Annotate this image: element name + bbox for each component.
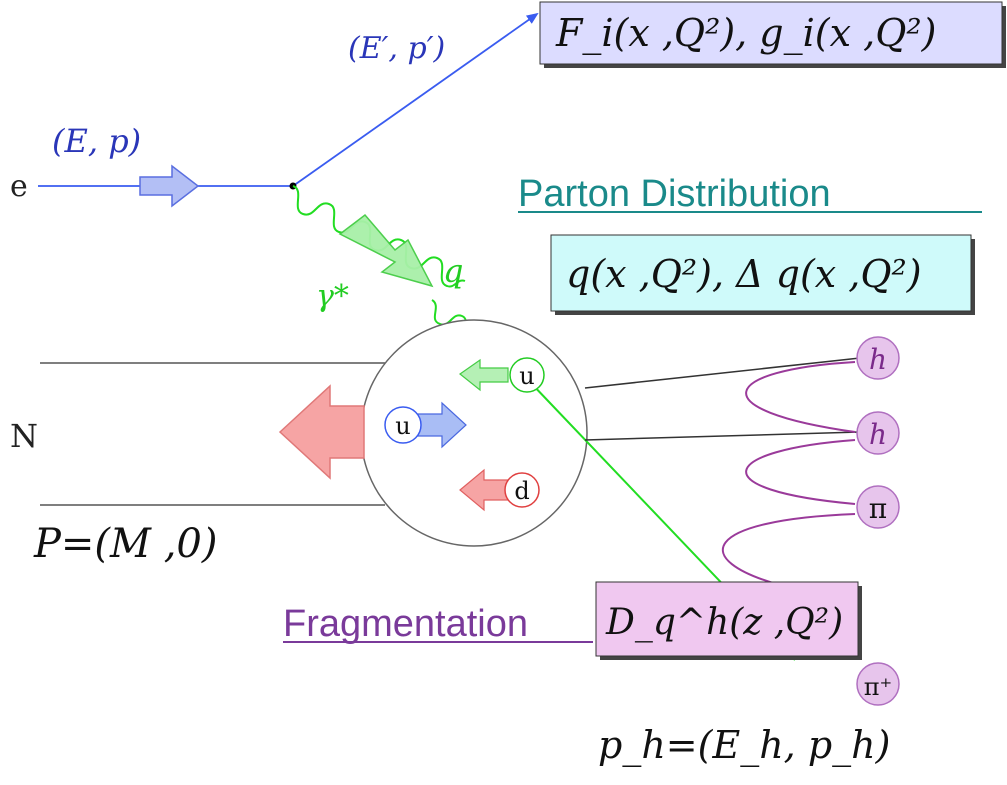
- quark-d: [504, 472, 540, 508]
- nucleon-momentum-arrow: [278, 384, 365, 480]
- incoming-momentum-arrow: [139, 164, 200, 208]
- hadron-kinematics: p_h=(E_h, p_h): [598, 723, 890, 768]
- outgoing-kinematics: (E′, p′): [348, 31, 445, 66]
- frag-formula: D_q^h(z ,Q²): [605, 602, 843, 643]
- quark-u-struck: [509, 357, 545, 393]
- hadron-line-1: [584, 357, 861, 389]
- fragmentation-loop-2: [745, 439, 856, 505]
- quark-u-spectator: [384, 406, 422, 444]
- pdf-formula: q(x ,Q²), Δ q(x ,Q²): [566, 252, 922, 296]
- hadron-pi-plus: [856, 662, 900, 706]
- nucleon-label: N: [10, 417, 38, 455]
- structure-function-formula: F_i(x ,Q²), g_i(x ,Q²): [555, 11, 936, 56]
- quark-u-spectator-label: u: [395, 412, 410, 440]
- hadron-pi: [856, 485, 900, 529]
- fragmentation-loop-1: [745, 361, 856, 433]
- hadron-h-1: [856, 336, 900, 380]
- quark-u-struck-label: u: [519, 362, 534, 390]
- hadron-h-1-label: h: [869, 343, 887, 376]
- photon-q-label: q: [443, 252, 463, 290]
- photon-label: γ*: [316, 279, 349, 314]
- hadron-pi-label: π: [869, 492, 887, 525]
- photon-momentum-arrow: [338, 213, 434, 288]
- hadron-pi-plus-label: π⁺: [864, 673, 892, 701]
- hadron-h-2-label: h: [869, 418, 887, 451]
- outgoing-electron-line: [292, 12, 539, 187]
- electron-label: e: [10, 169, 28, 204]
- frag-title: Fragmentation: [283, 603, 528, 645]
- pdf-box: [550, 234, 972, 312]
- struck-quark-arrow: [458, 358, 509, 392]
- quark-d-label: d: [514, 477, 529, 505]
- nucleon-kinematics: P=(M ,0): [33, 521, 217, 567]
- incoming-kinematics: (E, p): [52, 122, 141, 160]
- pdf-title: Parton Distribution: [518, 173, 831, 215]
- hadron-line-2: [584, 431, 861, 441]
- structure-function-box: [539, 1, 1003, 65]
- fragmentation-loop-3: [722, 513, 856, 586]
- frag-box: [595, 581, 859, 657]
- hadron-h-2: [856, 411, 900, 455]
